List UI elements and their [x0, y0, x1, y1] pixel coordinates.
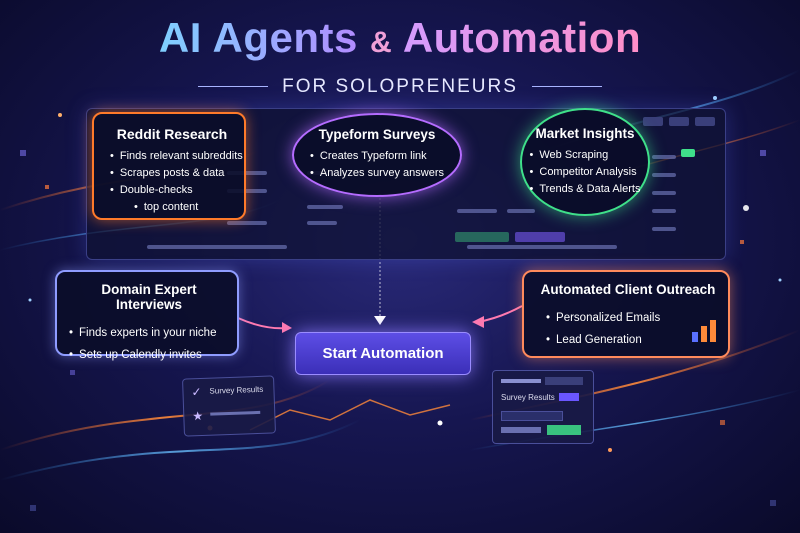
- list-item: Finds relevant subreddits: [110, 148, 243, 165]
- typeform-surveys-card: Typeform Surveys Creates Typeform link A…: [292, 113, 462, 197]
- card-title: Reddit Research: [116, 126, 228, 142]
- list-item: Finds experts in your niche: [69, 322, 229, 344]
- list-item: Competitor Analysis: [530, 164, 641, 181]
- list-item: Double-checks: [110, 182, 234, 199]
- dashboard-control[interactable]: [643, 117, 663, 126]
- market-insights-card: Market Insights Web Scraping Competitor …: [520, 108, 650, 216]
- survey-results-form: Survey Results: [492, 370, 594, 444]
- card-title: Market Insights: [535, 126, 635, 141]
- list-item: top content: [110, 199, 234, 216]
- light-streak: [0, 419, 361, 481]
- check-icon: ✓: [191, 384, 202, 400]
- divider: [198, 86, 269, 88]
- divider: [531, 86, 602, 88]
- card-title: Automated Client Outreach: [540, 282, 716, 297]
- page-title: AI Agents & Automation: [0, 14, 800, 62]
- reddit-research-card: Reddit Research Finds relevant subreddit…: [92, 112, 246, 220]
- list-item: Sets up Calendly invites: [69, 344, 229, 366]
- page-subtitle: FOR SOLOPRENEURS: [0, 76, 800, 98]
- title-ai-agents: AI Agents: [158, 14, 358, 61]
- bar-chart-icon: [692, 320, 718, 342]
- form-header: Survey Results: [501, 393, 555, 402]
- dashboard-control[interactable]: [669, 117, 689, 126]
- automated-client-outreach-card: Automated Client Outreach Personalized E…: [522, 270, 730, 358]
- arrow-down-icon: [374, 316, 386, 325]
- dashboard-control[interactable]: [695, 117, 715, 126]
- arrow-left-icon: [472, 316, 484, 328]
- panel-label: Survey Results: [209, 384, 264, 396]
- start-automation-button[interactable]: Start Automation: [295, 332, 471, 375]
- arrow-right-icon: [282, 322, 292, 333]
- card-title: Typeform Surveys: [318, 127, 436, 142]
- domain-expert-interviews-card: Domain Expert Interviews Finds experts i…: [55, 270, 239, 361]
- list-item: Personalized Emails: [546, 307, 720, 329]
- title-automation: Automation: [402, 14, 642, 61]
- list-item: Trends & Data Alerts: [530, 181, 640, 198]
- list-item: Lead Generation: [546, 329, 720, 351]
- list-item: Creates Typeform link: [310, 148, 444, 165]
- card-title: Domain Expert Interviews: [101, 282, 197, 312]
- list-item: Scrapes posts & data: [110, 165, 234, 182]
- subtitle-text: FOR SOLOPRENEURS: [282, 76, 518, 97]
- trend-line: [249, 399, 451, 431]
- list-item: Analyzes survey answers: [310, 165, 444, 182]
- star-icon: ★: [192, 408, 204, 424]
- list-item: Web Scraping: [530, 147, 641, 164]
- dashboard-controls: [643, 117, 715, 126]
- title-ampersand: &: [370, 26, 393, 59]
- survey-results-panel: ✓ Survey Results ★: [182, 375, 276, 437]
